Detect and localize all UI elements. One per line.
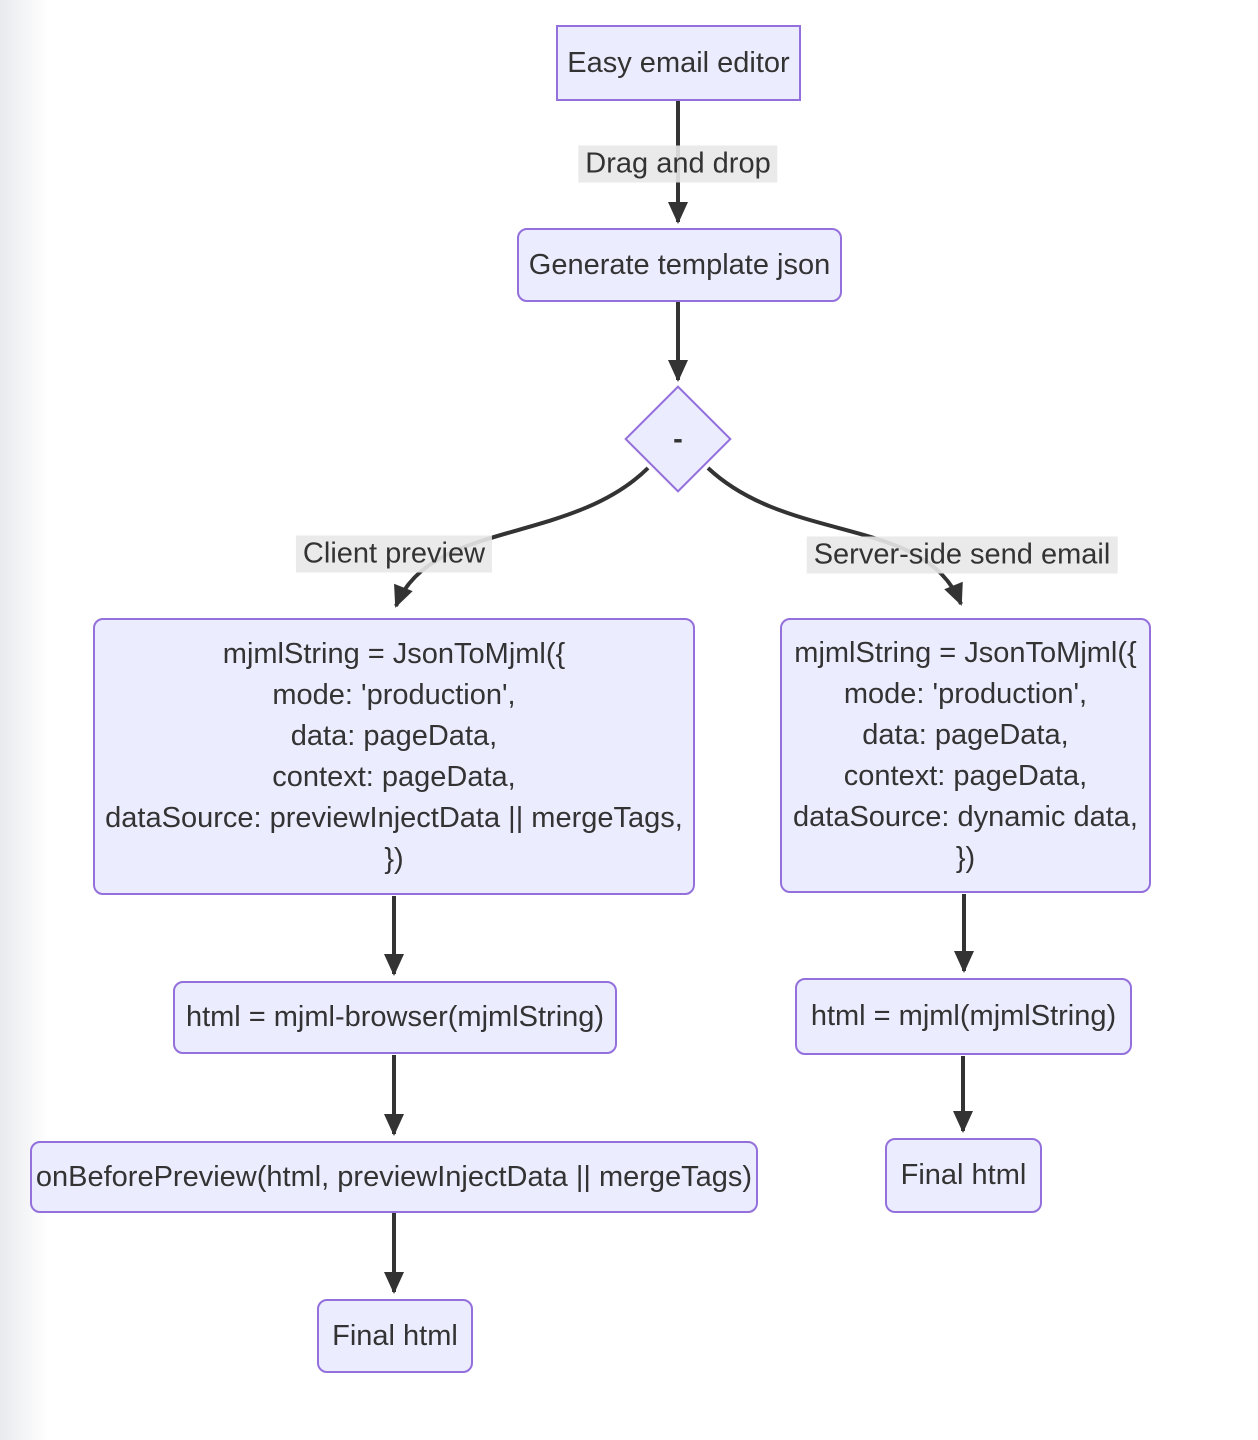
edge-label-drag-and-drop: Drag and drop [578,145,778,183]
code-line: data: pageData, [290,719,498,752]
code-line: mode: 'production', [272,678,516,711]
edge-label-server-side-send-email: Server-side send email [806,536,1118,574]
code-line: }) [384,842,404,875]
node-mjml-browser-label: html = mjml-browser(mjmlString) [185,1001,605,1034]
code-line: mode: 'production', [843,677,1088,710]
code-line: context: pageData, [843,759,1088,792]
node-mjml-server: html = mjml(mjmlString) [795,978,1132,1055]
code-line: mjmlString = JsonToMjml({ [794,636,1137,669]
code-line: context: pageData, [272,760,516,793]
node-easy-email-editor-label: Easy email editor [567,46,790,79]
edge-decision-to-client-mjml [394,466,650,608]
code-line: dataSource: previewInjectData || mergeTa… [105,801,683,834]
node-server-final-html-label: Final html [900,1159,1027,1192]
node-server-final-html: Final html [885,1138,1042,1213]
node-generate-template-json: Generate template json [517,228,842,302]
node-onbeforepreview-label: onBeforePreview(html, previewInjectData … [35,1160,753,1193]
node-client-final-html: Final html [317,1299,473,1373]
node-client-final-html-label: Final html [332,1319,458,1352]
code-line: mjmlString = JsonToMjml({ [222,637,566,670]
code-line: }) [955,841,976,874]
node-onbeforepreview: onBeforePreview(html, previewInjectData … [30,1141,758,1213]
node-decision-label: - [673,423,683,456]
node-mjml-server-label: html = mjml(mjmlString) [810,1000,1117,1033]
code-line: dataSource: dynamic data, [793,800,1138,833]
edge-label-client-preview: Client preview [295,535,493,573]
code-line: data: pageData, [862,718,1069,751]
node-generate-template-json-label: Generate template json [528,248,831,281]
node-easy-email-editor: Easy email editor [556,25,801,101]
node-server-jsontomjml: mjmlString = JsonToMjml({ mode: 'product… [780,618,1151,893]
node-mjml-browser: html = mjml-browser(mjmlString) [173,981,617,1054]
edge-decision-to-server-mjml [706,466,963,606]
node-client-jsontomjml: mjmlString = JsonToMjml({ mode: 'product… [93,618,695,895]
